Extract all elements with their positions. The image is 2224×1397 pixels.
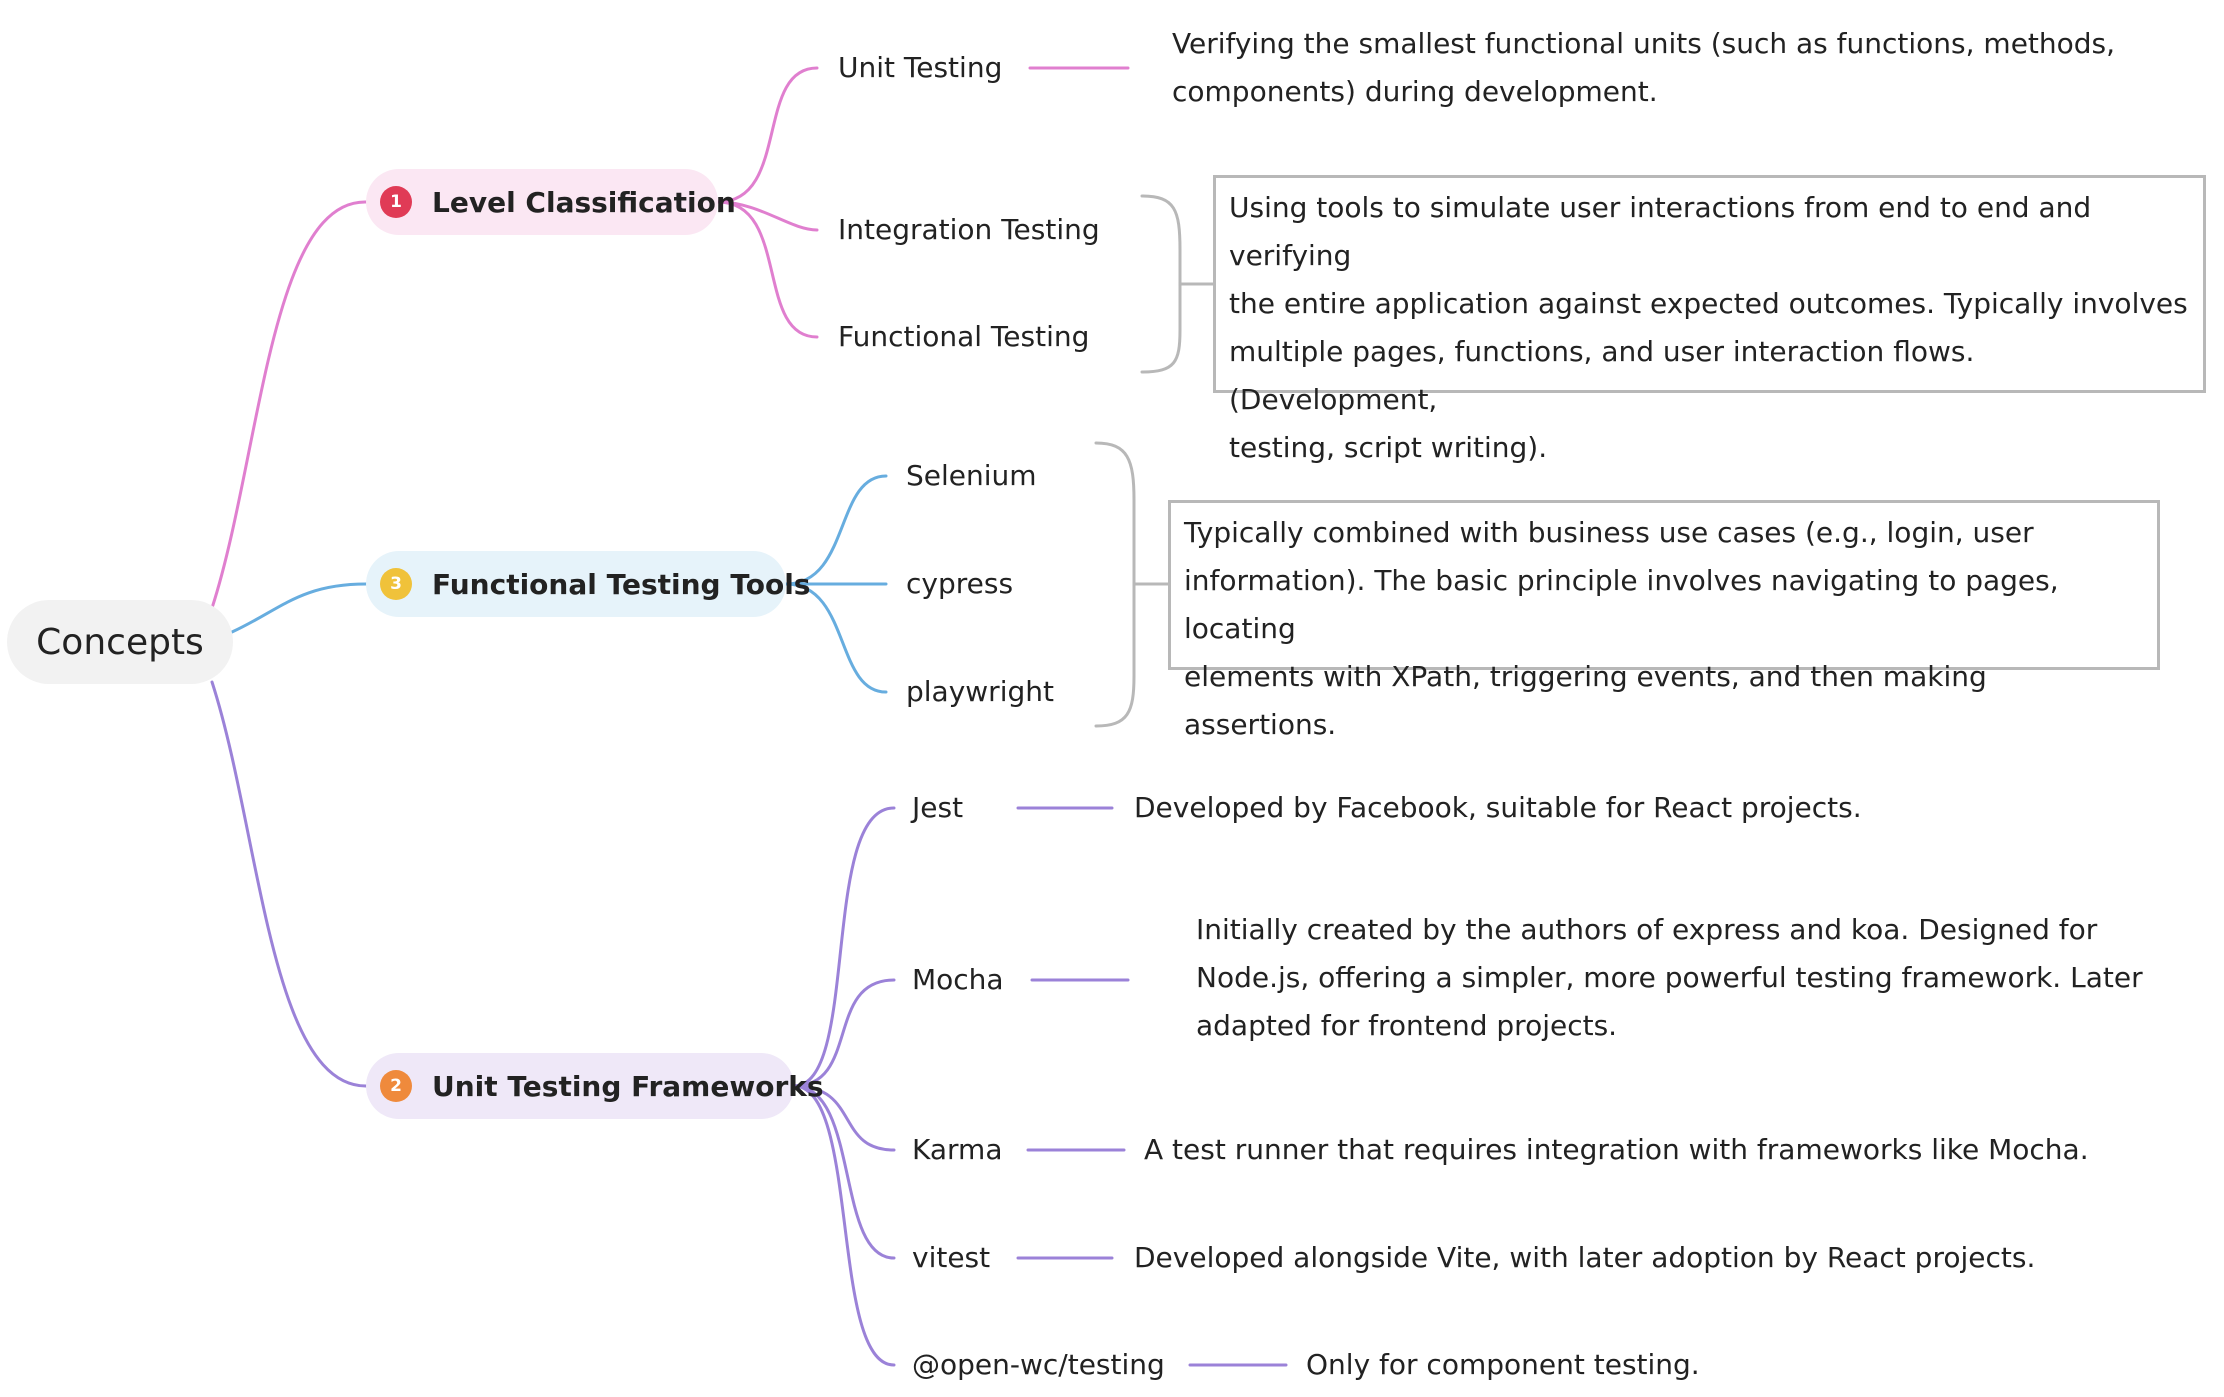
edge-karma bbox=[792, 1084, 896, 1152]
leaf-cypress[interactable]: cypress bbox=[906, 567, 1014, 600]
note-line: multiple pages, functions, and user inte… bbox=[1229, 335, 1975, 416]
edge-jest bbox=[792, 806, 896, 1088]
vitest-description: Developed alongside Vite, with later ado… bbox=[1134, 1234, 2035, 1282]
jest-description: Developed by Facebook, suitable for Reac… bbox=[1134, 784, 1862, 832]
leaf-open-wc-testing[interactable]: @open-wc/testing bbox=[912, 1348, 1165, 1381]
edge-functional-testing bbox=[716, 200, 819, 339]
leaf-karma[interactable]: Karma bbox=[912, 1133, 1003, 1166]
open-wc-testing-description: Only for component testing. bbox=[1306, 1341, 1700, 1389]
edge-playwright bbox=[784, 582, 888, 694]
branch-functional-testing-tools[interactable]: 3 Functional Testing Tools bbox=[366, 551, 810, 617]
note-box-tools-principle: Typically combined with business use cas… bbox=[1168, 500, 2160, 741]
branch-label: Level Classification bbox=[432, 185, 736, 219]
desc-line: Initially created by the authors of expr… bbox=[1196, 913, 2098, 946]
leaf-integration-testing[interactable]: Integration Testing bbox=[838, 213, 1100, 246]
leaf-mocha[interactable]: Mocha bbox=[912, 963, 1004, 996]
desc-line: Node.js, offering a simpler, more powerf… bbox=[1196, 961, 2143, 994]
desc-line: Verifying the smallest functional units … bbox=[1172, 27, 2116, 60]
edge-unit-testing bbox=[716, 66, 819, 204]
desc-line: Developed by Facebook, suitable for Reac… bbox=[1134, 791, 1862, 824]
mocha-description: Initially created by the authors of expr… bbox=[1196, 906, 2143, 1050]
desc-line: adapted for frontend projects. bbox=[1196, 1009, 1618, 1042]
unit-testing-description: Verifying the smallest functional units … bbox=[1172, 20, 2115, 116]
root-label: Concepts bbox=[36, 621, 204, 663]
note-line: testing, script writing). bbox=[1229, 431, 1548, 464]
leaf-selenium[interactable]: Selenium bbox=[906, 459, 1037, 492]
desc-line: A test runner that requires integration … bbox=[1144, 1133, 2089, 1166]
branch-unit-testing-frameworks[interactable]: 2 Unit Testing Frameworks bbox=[366, 1053, 824, 1119]
branch-level-classification[interactable]: 1 Level Classification bbox=[366, 169, 736, 235]
root-to-functional-testing-tools bbox=[230, 582, 368, 634]
note-line: the entire application against expected … bbox=[1229, 287, 2188, 320]
bracket-integration-functional bbox=[1140, 194, 1182, 374]
root-to-unit-testing-frameworks bbox=[210, 680, 368, 1088]
leaf-functional-testing[interactable]: Functional Testing bbox=[838, 320, 1090, 353]
branch-label: Unit Testing Frameworks bbox=[432, 1069, 824, 1103]
karma-description: A test runner that requires integration … bbox=[1144, 1126, 2089, 1174]
desc-line: Developed alongside Vite, with later ado… bbox=[1134, 1241, 2036, 1274]
edge-open-wc-testing bbox=[792, 1084, 896, 1367]
desc-line: components) during development. bbox=[1172, 75, 1658, 108]
bracket-tools bbox=[1094, 441, 1136, 728]
note-line: Typically combined with business use cas… bbox=[1184, 516, 2034, 549]
priority-2-badge: 2 bbox=[380, 1070, 412, 1102]
root-to-level-classification bbox=[210, 200, 368, 610]
note-line: information). The basic principle involv… bbox=[1184, 564, 2059, 645]
leaf-vitest[interactable]: vitest bbox=[912, 1241, 991, 1274]
edge-vitest bbox=[792, 1084, 896, 1260]
priority-1-badge: 1 bbox=[380, 186, 412, 218]
branch-label: Functional Testing Tools bbox=[432, 567, 811, 601]
leaf-playwright[interactable]: playwright bbox=[906, 675, 1054, 708]
edge-selenium bbox=[784, 474, 888, 586]
leaf-unit-testing[interactable]: Unit Testing bbox=[838, 51, 1003, 84]
root-node-concepts[interactable]: Concepts bbox=[7, 600, 233, 684]
priority-3-badge: 3 bbox=[380, 568, 412, 600]
note-line: Using tools to simulate user interaction… bbox=[1229, 191, 2092, 272]
note-box-end-to-end: Using tools to simulate user interaction… bbox=[1213, 175, 2206, 464]
note-line: elements with XPath, triggering events, … bbox=[1184, 660, 1987, 741]
leaf-jest[interactable]: Jest bbox=[912, 791, 964, 824]
desc-line: Only for component testing. bbox=[1306, 1348, 1700, 1381]
edge-mocha bbox=[792, 978, 896, 1088]
